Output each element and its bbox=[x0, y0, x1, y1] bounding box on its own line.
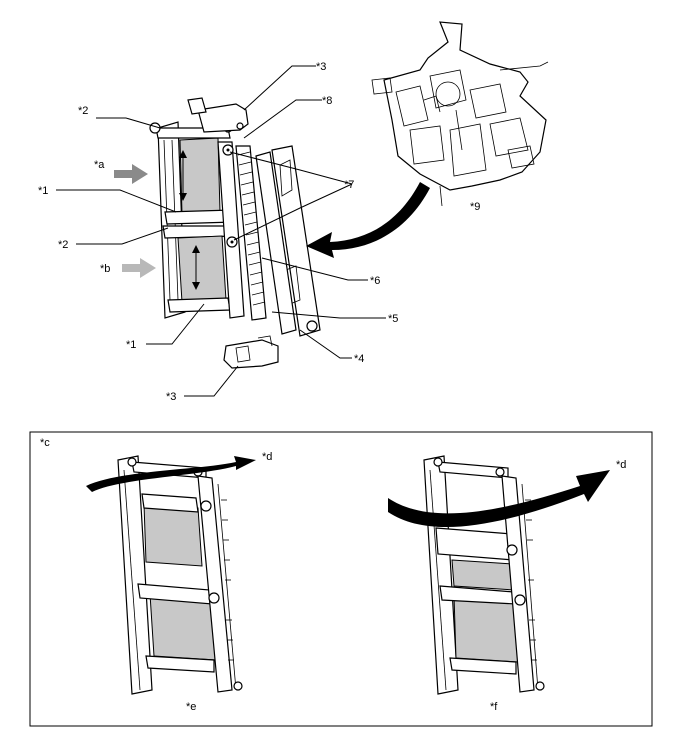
label-2-upper: *2 bbox=[78, 105, 88, 117]
label-f: *f bbox=[490, 701, 498, 713]
label-1-lower: *1 bbox=[126, 339, 136, 351]
label-a: *a bbox=[94, 159, 105, 171]
damper-view-f bbox=[423, 455, 545, 695]
label-4: *4 bbox=[354, 353, 364, 365]
label-d-left: *d bbox=[262, 451, 272, 463]
curved-pointer-arrow bbox=[306, 182, 430, 258]
airflow-arrow-a bbox=[114, 164, 148, 184]
label-1-upper: *1 bbox=[38, 185, 48, 197]
label-3-bottom: *3 bbox=[166, 391, 176, 403]
label-5: *5 bbox=[388, 313, 398, 325]
leader-lines-top bbox=[56, 65, 386, 397]
lower-film bbox=[177, 235, 227, 303]
comparison-panel bbox=[29, 431, 653, 727]
damper-view-e bbox=[117, 455, 243, 695]
label-6: *6 bbox=[370, 275, 380, 287]
label-b: *b bbox=[100, 263, 110, 275]
label-d-right: *d bbox=[616, 459, 626, 471]
label-2-lower: *2 bbox=[58, 239, 68, 251]
airflow-arrow-f bbox=[388, 470, 610, 528]
upper-film bbox=[179, 137, 221, 215]
heater-unit bbox=[371, 21, 549, 207]
label-7: *7 bbox=[344, 179, 354, 191]
label-3-top: *3 bbox=[316, 61, 326, 73]
label-8: *8 bbox=[322, 95, 332, 107]
airflow-arrow-b bbox=[122, 258, 156, 278]
airflow-arrow-e bbox=[86, 456, 256, 492]
label-9: *9 bbox=[470, 201, 480, 213]
label-e: *e bbox=[186, 701, 196, 713]
damper-assembly-exploded bbox=[149, 97, 321, 369]
label-c: *c bbox=[40, 437, 50, 449]
